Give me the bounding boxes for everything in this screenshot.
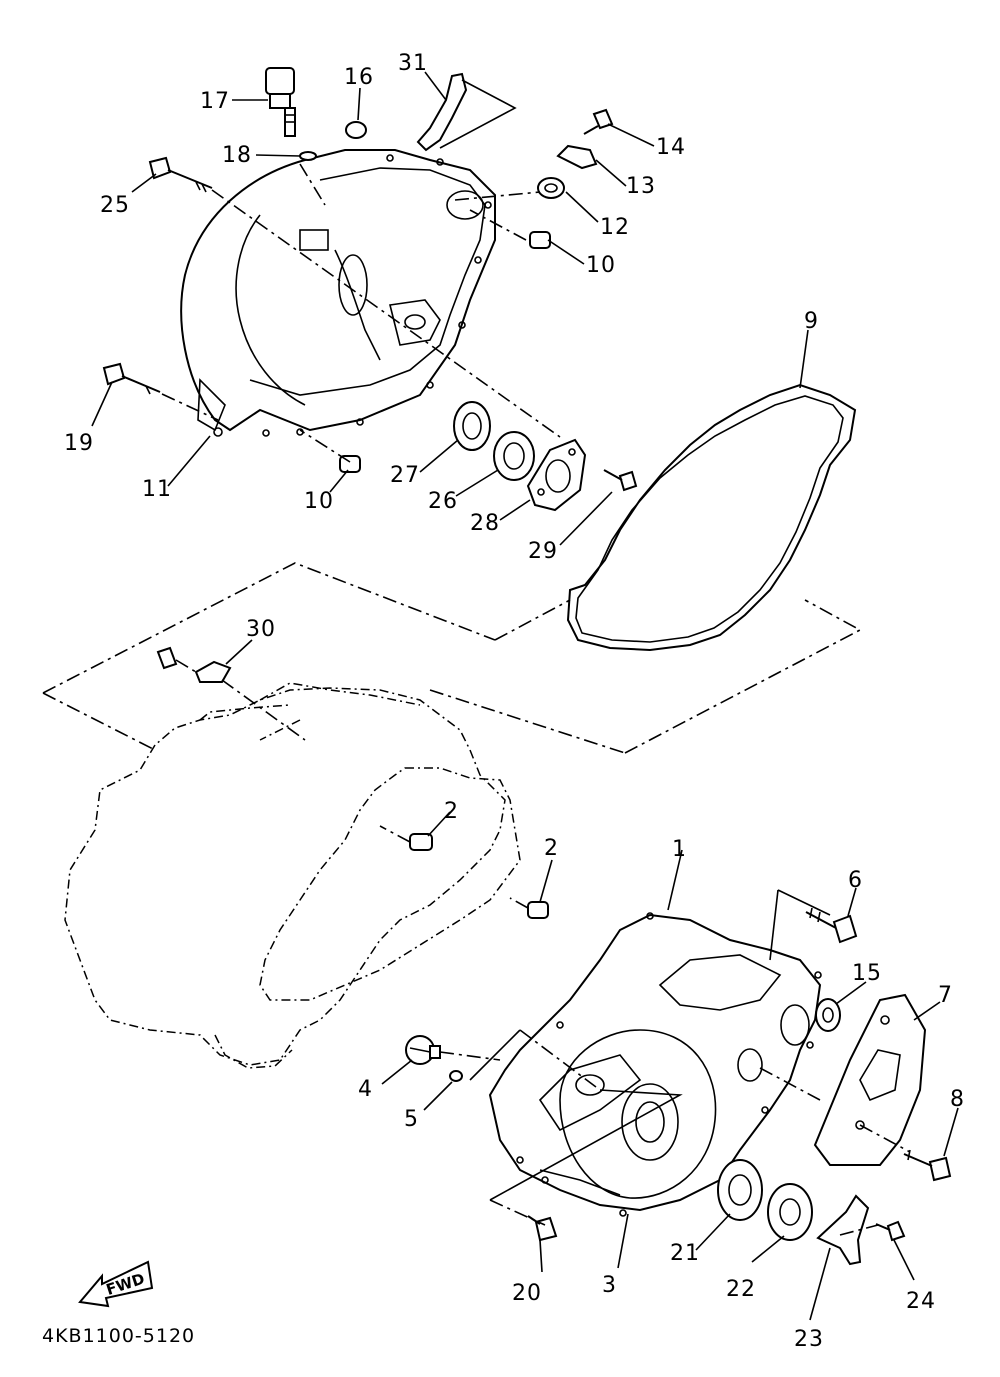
callout-22: 22 xyxy=(726,1277,756,1302)
callout-24: 24 xyxy=(906,1289,936,1314)
screw-29 xyxy=(603,469,638,492)
bolt-30 xyxy=(156,646,306,741)
callout-11: 11 xyxy=(142,477,172,502)
dowel-pin-2-left xyxy=(379,825,433,851)
callout-17: 17 xyxy=(200,89,230,114)
callout-8: 8 xyxy=(950,1087,965,1112)
bolt-6 xyxy=(805,907,858,944)
bracket-31 xyxy=(416,72,468,152)
callout-30: 30 xyxy=(246,617,276,642)
oil-seal-16 xyxy=(345,121,367,139)
callout-12: 12 xyxy=(600,215,630,240)
callout-2-left: 2 xyxy=(444,799,459,824)
callout-27: 27 xyxy=(390,463,420,488)
plate-13 xyxy=(556,144,598,170)
bolt-19 xyxy=(102,362,161,395)
oil-level-plug xyxy=(265,67,296,137)
bolt-8 xyxy=(903,1149,952,1182)
o-ring-5 xyxy=(449,1070,463,1082)
callout-16: 16 xyxy=(344,65,374,90)
gasket-cover xyxy=(566,383,857,652)
bolt-25 xyxy=(148,156,213,193)
callout-3: 3 xyxy=(602,1273,617,1298)
oil-seal-22 xyxy=(767,1183,813,1241)
diagram-part-code: 4KB1100-5120 xyxy=(42,1325,195,1347)
leader-lines xyxy=(91,71,959,1321)
callout-19: 19 xyxy=(64,431,94,456)
callout-labels: 1 2 2 3 4 5 6 7 8 9 10 10 11 12 13 14 15… xyxy=(64,51,965,1352)
callout-10-lower: 10 xyxy=(304,489,334,514)
callout-7: 7 xyxy=(938,983,953,1008)
dowel-pin-2-right xyxy=(509,897,549,919)
callout-20: 20 xyxy=(512,1281,542,1306)
engine-crankcase-phantom xyxy=(64,682,521,1069)
callout-2-right: 2 xyxy=(544,836,559,861)
callout-29: 29 xyxy=(528,539,558,564)
dowel-pin-10-upper xyxy=(529,231,551,249)
callout-15: 15 xyxy=(852,961,882,986)
callout-31: 31 xyxy=(398,51,428,76)
retainer-plate-23 xyxy=(816,1194,870,1266)
callout-26: 26 xyxy=(428,489,458,514)
screw-24 xyxy=(875,1220,906,1242)
callout-6: 6 xyxy=(848,868,863,893)
callout-25: 25 xyxy=(100,193,130,218)
callout-21: 21 xyxy=(670,1241,700,1266)
callout-14: 14 xyxy=(656,135,686,160)
washer-18 xyxy=(299,151,317,161)
cover-guard-7 xyxy=(813,993,927,1166)
screw-14 xyxy=(583,108,614,135)
callout-13: 13 xyxy=(626,174,656,199)
oil-seal-12 xyxy=(537,177,565,199)
oil-seal-15 xyxy=(815,998,841,1032)
callout-28: 28 xyxy=(470,511,500,536)
dowel-pin-10-lower xyxy=(339,455,361,473)
callout-18: 18 xyxy=(222,143,252,168)
callout-9: 9 xyxy=(804,309,819,334)
callout-10-upper: 10 xyxy=(586,253,616,278)
crankcase-cover-left xyxy=(180,149,496,437)
drain-plug-4 xyxy=(405,1035,441,1065)
forward-direction-arrow: FWD xyxy=(78,1260,154,1308)
crankcase-cover-right xyxy=(488,912,822,1217)
bearing-retainer-28 xyxy=(526,438,587,512)
callout-1: 1 xyxy=(672,837,687,862)
bearing-26 xyxy=(493,431,535,481)
callout-23: 23 xyxy=(794,1327,824,1352)
callout-4: 4 xyxy=(358,1077,373,1102)
callout-5: 5 xyxy=(404,1107,419,1132)
bearing-21 xyxy=(717,1159,763,1221)
oil-seal-27 xyxy=(453,401,491,451)
